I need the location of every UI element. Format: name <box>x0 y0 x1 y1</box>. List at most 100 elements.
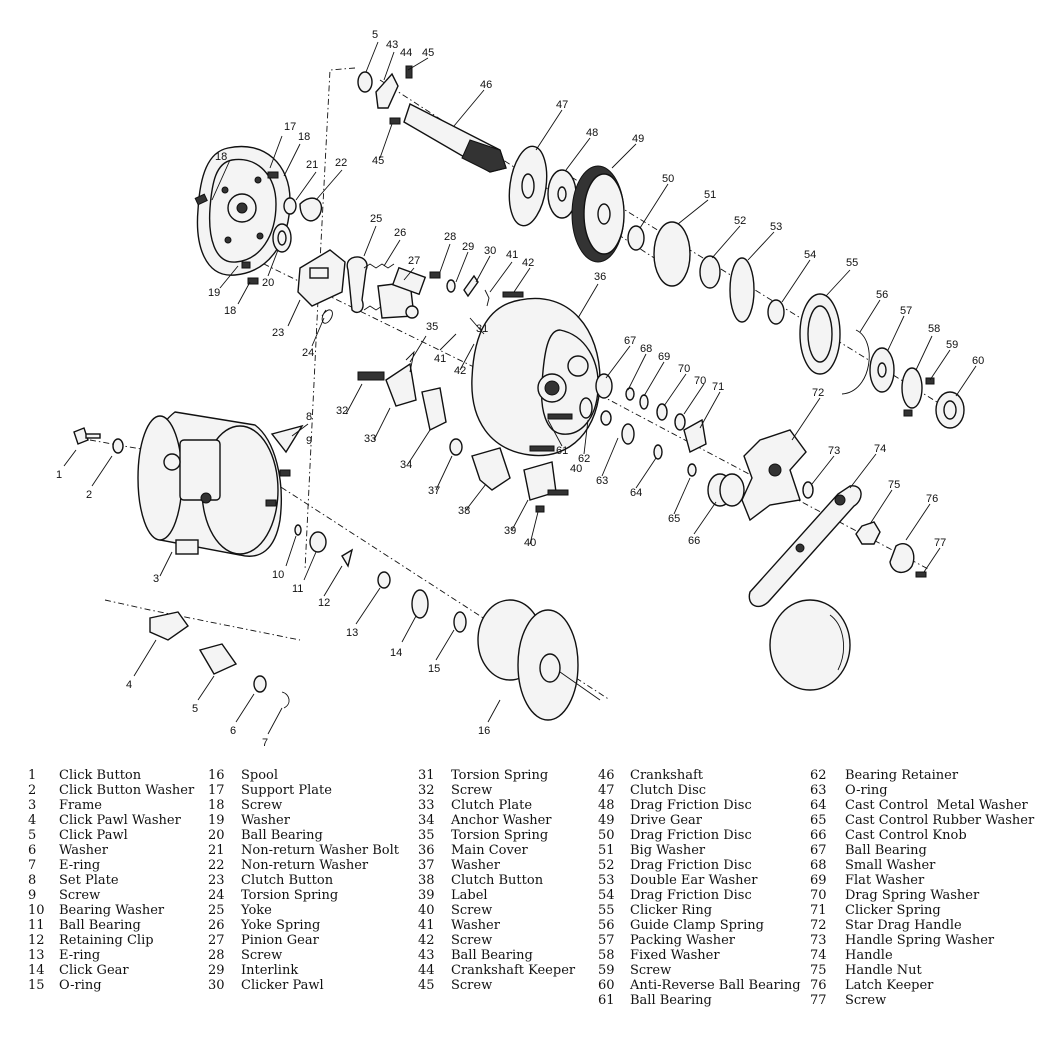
legend-item-number: 20 <box>208 828 225 843</box>
legend-item-name: Drive Gear <box>630 813 703 828</box>
callout-label: 76 <box>926 493 938 505</box>
callout-label: 68 <box>640 343 652 355</box>
legend-item-number: 19 <box>208 813 225 828</box>
callout-label: 5 <box>192 703 198 715</box>
crankshaft-group-part <box>357 65 507 173</box>
legend-item-number: 47 <box>598 783 615 798</box>
set-plate-part <box>265 424 304 507</box>
callout-label: 23 <box>272 327 284 339</box>
legend-item-name: Packing Washer <box>630 933 735 948</box>
legend-item-name: Small Washer <box>845 858 936 873</box>
legend-item-number: 41 <box>418 918 435 933</box>
legend-item-name: Screw <box>241 798 283 813</box>
callout-label: 37 <box>428 485 440 497</box>
legend-item-number: 42 <box>418 933 435 948</box>
handle-part <box>748 485 862 691</box>
legend-item-name: Clutch Button <box>451 873 544 888</box>
legend-item-name: Drag Friction Disc <box>630 798 752 813</box>
callout-label: 57 <box>900 305 912 317</box>
legend-item-name: Clutch Plate <box>451 798 533 813</box>
callout-label: 19 <box>208 287 220 299</box>
legend-item-name: Screw <box>451 783 493 798</box>
legend-item-number: 3 <box>28 798 37 813</box>
legend-item-number: 59 <box>598 963 615 978</box>
latch-keeper-part <box>889 543 927 578</box>
ball-bearing-part <box>272 223 292 253</box>
legend-item-number: 44 <box>418 963 435 978</box>
callout-label: 14 <box>390 647 402 659</box>
callout-label: 7 <box>262 737 268 749</box>
legend-item-name: Torsion Spring <box>451 768 549 783</box>
legend-item-number: 25 <box>208 903 225 918</box>
legend-item-number: 15 <box>28 978 45 993</box>
support-plate-part <box>196 145 291 276</box>
legend-item-name: Yoke <box>241 903 272 918</box>
callout-label: 47 <box>556 99 568 111</box>
callout-label: 38 <box>458 505 470 517</box>
callout-label: 56 <box>876 289 888 301</box>
legend-item-name: Bearing Retainer <box>845 768 959 783</box>
legend-item-number: 1 <box>28 768 37 783</box>
interlink-part <box>429 271 524 307</box>
callout-label: 18 <box>224 305 236 317</box>
callout-label: 74 <box>874 443 886 455</box>
legend-item-name: Anti-Reverse Ball Bearing <box>630 978 801 993</box>
legend-item-number: 71 <box>810 903 827 918</box>
legend-item-number: 60 <box>598 978 615 993</box>
legend-item-name: Latch Keeper <box>845 978 934 993</box>
callout-label: 3 <box>153 573 159 585</box>
legend-item-name: Ball Bearing <box>630 993 712 1008</box>
legend-item-name: Ball Bearing <box>845 843 927 858</box>
legend-item-number: 51 <box>598 843 615 858</box>
legend-item-number: 58 <box>598 948 615 963</box>
clutch-button-part <box>297 249 346 307</box>
legend-item-name: Interlink <box>241 963 299 978</box>
callout-label: 70 <box>694 375 706 387</box>
legend-item-number: 64 <box>810 798 827 813</box>
legend-item-name: Cast Control Metal Washer <box>845 798 1028 813</box>
callout-label: 32 <box>336 405 348 417</box>
legend-item-name: Handle Nut <box>845 963 922 978</box>
legend-item-number: 52 <box>598 858 615 873</box>
legend-item-name: Ball Bearing <box>241 828 323 843</box>
callout-label: 66 <box>688 535 700 547</box>
legend-item-number: 29 <box>208 963 225 978</box>
legend-item-name: Washer <box>451 918 500 933</box>
legend-item-number: 55 <box>598 903 615 918</box>
legend-item: 64 Cast Control Metal Washer <box>810 798 1035 813</box>
callout-label: 67 <box>624 335 636 347</box>
legend-item-name: Screw <box>845 993 887 1008</box>
legend-item-number: 73 <box>810 933 827 948</box>
callout-label: 11 <box>292 583 303 595</box>
legend-item-name: Drag Friction Disc <box>630 828 752 843</box>
callout-label: 5 <box>372 29 378 41</box>
legend-item-number: 34 <box>418 813 435 828</box>
legend-item-name: Pinion Gear <box>241 933 319 948</box>
